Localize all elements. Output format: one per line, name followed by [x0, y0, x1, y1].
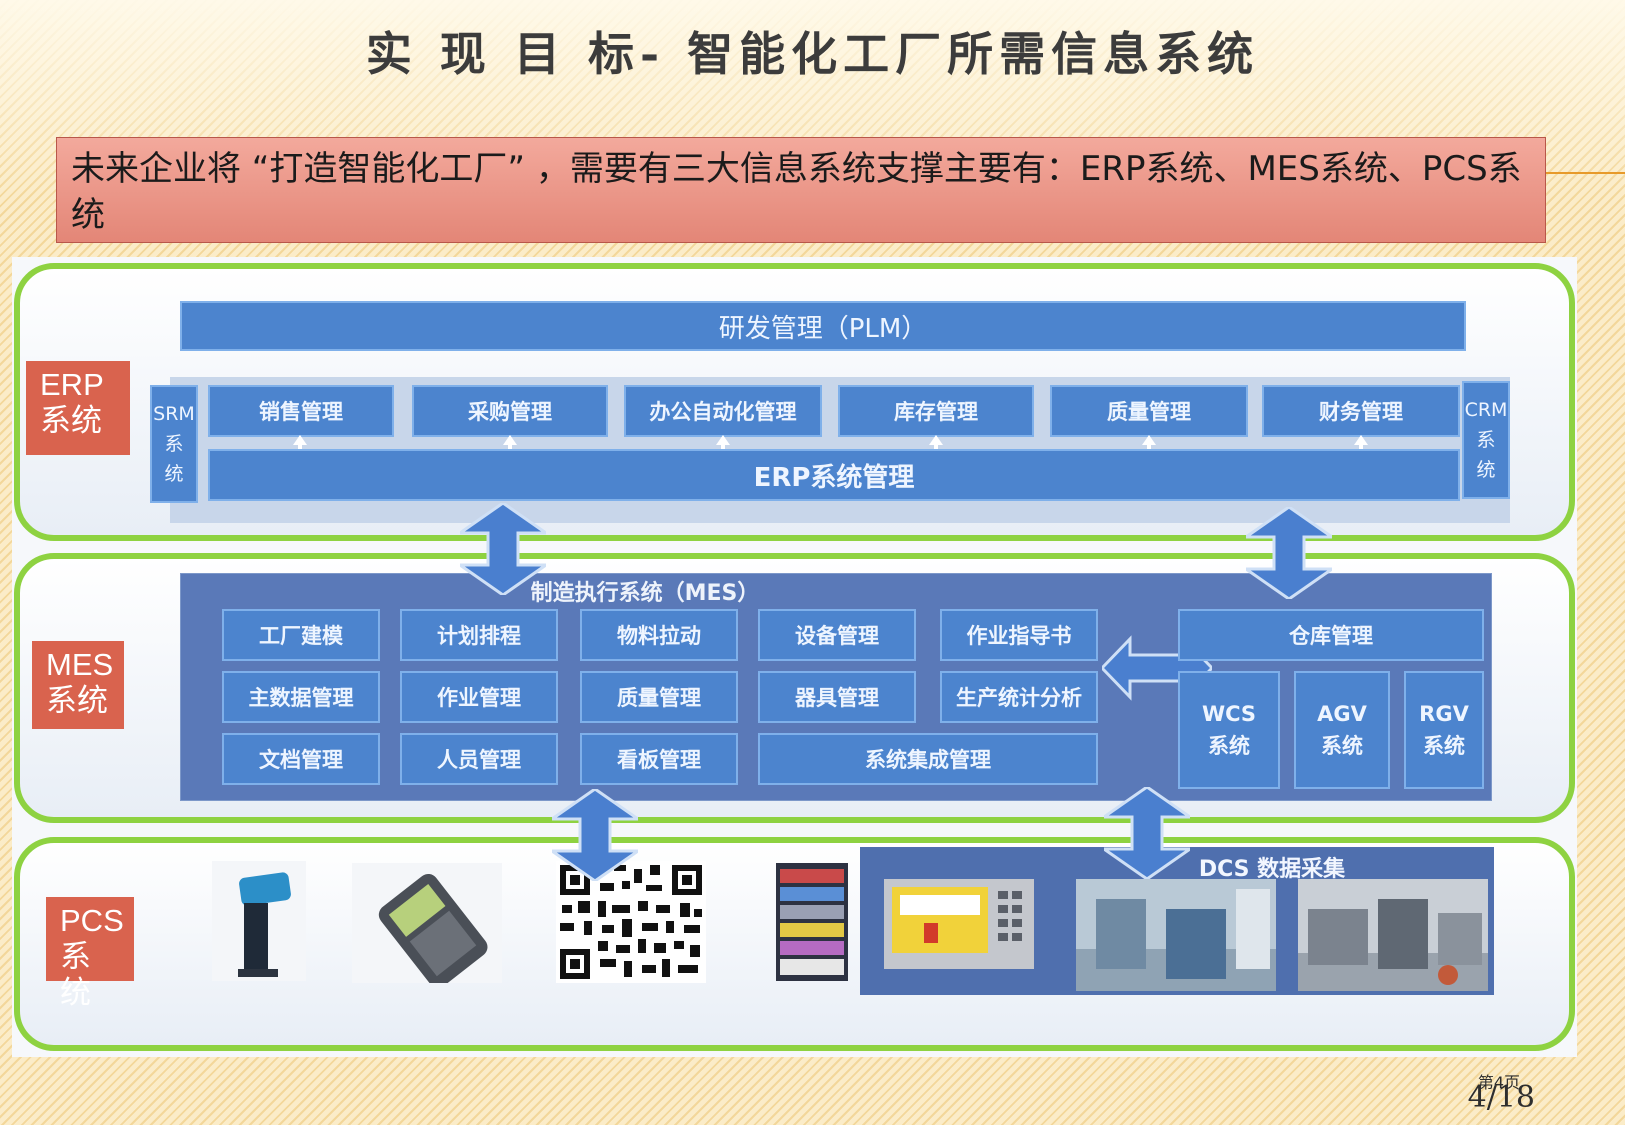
- dcs-title: DCS 数据采集: [1198, 857, 1346, 882]
- mes-work-instruction: 作业指导书: [940, 609, 1098, 661]
- up-arrow-icon: [293, 435, 307, 451]
- module-inventory: 库存管理: [838, 385, 1034, 437]
- mes-planning: 计划排程: [400, 609, 558, 661]
- rgv-box: RGV 系统: [1404, 671, 1484, 789]
- mes-quality: 质量管理: [580, 671, 738, 723]
- factory-equipment-photo: [1076, 879, 1276, 991]
- agv-box: AGV 系统: [1294, 671, 1390, 789]
- system-diagram: ERP 系统 研发管理（PLM） SRM 系 统 CRM 系 统 销售管理 采购…: [12, 257, 1577, 1057]
- mes-equipment: 设备管理: [758, 609, 916, 661]
- up-arrow-icon: [716, 435, 730, 451]
- page-caption: 第4页: [1477, 1073, 1520, 1092]
- mes-label: MES 系统: [32, 641, 124, 729]
- erp-mes-arrow-left: [460, 503, 546, 595]
- up-arrow-icon: [1142, 435, 1156, 451]
- up-arrow-icon: [1354, 435, 1368, 451]
- module-office-automation: 办公自动化管理: [624, 385, 822, 437]
- mes-fixture: 器具管理: [758, 671, 916, 723]
- plm-box: 研发管理（PLM）: [180, 301, 1466, 351]
- mes-integration: 系统集成管理: [758, 733, 1098, 785]
- mes-document: 文档管理: [222, 733, 380, 785]
- mes-kanban: 看板管理: [580, 733, 738, 785]
- mes-master-data: 主数据管理: [222, 671, 380, 723]
- wcs-box: WCS 系统: [1178, 671, 1280, 789]
- qr-code-image: [556, 861, 706, 983]
- pcs-label: PCS 系统: [46, 897, 134, 1010]
- intro-text: 未来企业将 “打造智能化工厂” ，需要有三大信息系统支撑主要有：ERP系统、ME…: [56, 137, 1546, 243]
- module-purchase: 采购管理: [412, 385, 608, 437]
- mes-material-pull: 物料拉动: [580, 609, 738, 661]
- mes-pcs-arrow-right: [1104, 787, 1190, 879]
- kiosk-image: [212, 861, 306, 981]
- up-arrow-icon: [503, 435, 517, 451]
- module-finance: 财务管理: [1262, 385, 1460, 437]
- hmi-panel-image: [884, 879, 1034, 969]
- erp-mes-arrow-right: [1246, 507, 1332, 599]
- mes-title: 制造执行系统（MES）: [530, 581, 760, 606]
- module-quality: 质量管理: [1050, 385, 1248, 437]
- color-tag-rack-image: [776, 863, 848, 981]
- production-line-photo: [1298, 879, 1488, 991]
- mes-factory-modeling: 工厂建模: [222, 609, 380, 661]
- erp-label: ERP 系统: [26, 361, 130, 455]
- handheld-terminal-image: [352, 863, 502, 983]
- module-sales: 销售管理: [208, 385, 394, 437]
- mes-operation: 作业管理: [400, 671, 558, 723]
- up-arrow-icon: [929, 435, 943, 451]
- slide-title: 实 现 目 标- 智能化工厂所需信息系统: [365, 27, 1260, 81]
- mes-production-stats: 生产统计分析: [940, 671, 1098, 723]
- crm-box: CRM 系 统: [1462, 381, 1510, 499]
- warehouse-box: 仓库管理: [1178, 609, 1484, 661]
- page-number: 4/18: [1467, 1080, 1535, 1115]
- erp-core-box: ERP系统管理: [208, 449, 1460, 501]
- mes-personnel: 人员管理: [400, 733, 558, 785]
- mes-pcs-arrow-left: [552, 789, 638, 881]
- srm-box: SRM 系 统: [150, 385, 198, 503]
- accent-rule: [1545, 172, 1625, 174]
